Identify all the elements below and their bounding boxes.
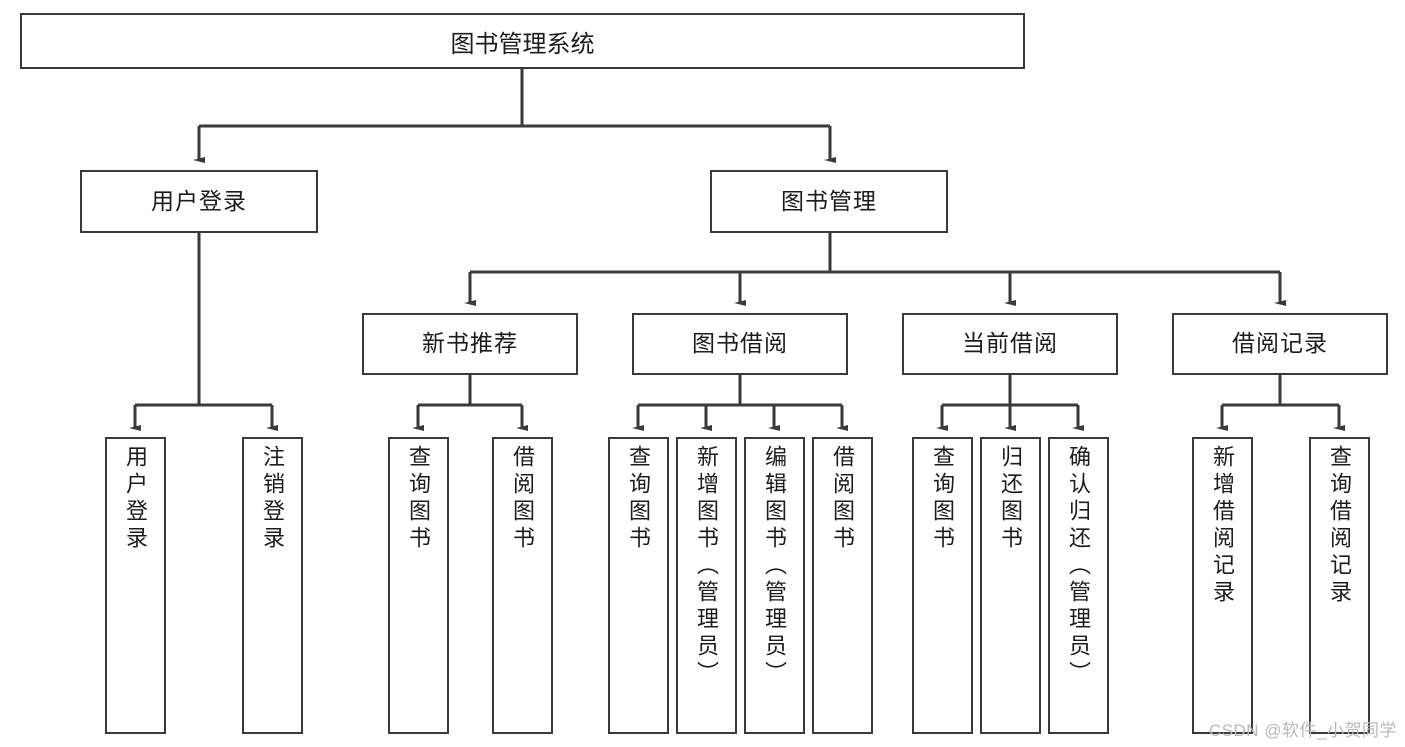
leaf-label: 用户登录 <box>123 445 149 553</box>
leaf-recommend-borrow-book[interactable]: 借阅图书 <box>492 437 553 734</box>
node-borrow-record[interactable]: 借阅记录 <box>1172 313 1388 375</box>
node-label: 图书借阅 <box>692 330 788 357</box>
leaf-label: 查询借阅记录 <box>1327 445 1353 607</box>
node-user-login[interactable]: 用户登录 <box>80 170 318 233</box>
leaf-current-query-book[interactable]: 查询图书 <box>912 437 973 734</box>
leaf-label: 查询图书 <box>406 445 432 553</box>
node-root-system[interactable]: 图书管理系统 <box>20 13 1025 69</box>
leaf-label: 借阅图书 <box>510 445 536 553</box>
leaf-label: 查询图书 <box>930 445 956 553</box>
node-book-borrow[interactable]: 图书借阅 <box>632 313 848 375</box>
leaf-current-return-book[interactable]: 归还图书 <box>980 437 1041 734</box>
leaf-user-login-login[interactable]: 用户登录 <box>105 437 166 734</box>
leaf-label: 注销登录 <box>260 445 286 553</box>
leaf-user-login-logout[interactable]: 注销登录 <box>242 437 303 734</box>
leaf-label: 查询图书 <box>626 445 652 553</box>
node-label: 图书管理 <box>781 187 877 214</box>
leaf-borrow-edit-book-admin[interactable]: 编辑图书（管理员） <box>744 437 805 734</box>
node-label: 用户登录 <box>151 187 247 214</box>
node-new-book-recommend[interactable]: 新书推荐 <box>362 313 578 375</box>
leaf-record-query-record[interactable]: 查询借阅记录 <box>1309 437 1370 734</box>
leaf-borrow-borrow-book[interactable]: 借阅图书 <box>812 437 873 734</box>
leaf-label: 新增借阅记录 <box>1210 445 1236 607</box>
leaf-record-add-record[interactable]: 新增借阅记录 <box>1192 437 1253 734</box>
node-current-borrow[interactable]: 当前借阅 <box>902 313 1118 375</box>
leaf-borrow-add-book-admin[interactable]: 新增图书（管理员） <box>676 437 737 734</box>
node-book-management[interactable]: 图书管理 <box>710 170 948 233</box>
leaf-label: 新增图书（管理员） <box>694 445 720 688</box>
node-label: 图书管理系统 <box>450 30 595 58</box>
leaf-recommend-query-book[interactable]: 查询图书 <box>388 437 449 734</box>
leaf-label: 借阅图书 <box>830 445 856 553</box>
node-label: 新书推荐 <box>422 330 518 357</box>
leaf-label: 确认归还（管理员） <box>1066 445 1092 688</box>
watermark: CSDN @软件_小贺同学 <box>1208 721 1397 740</box>
node-label: 借阅记录 <box>1232 330 1328 357</box>
node-label: 当前借阅 <box>962 330 1058 357</box>
leaf-current-confirm-return-admin[interactable]: 确认归还（管理员） <box>1048 437 1109 734</box>
leaf-borrow-query-book[interactable]: 查询图书 <box>608 437 669 734</box>
leaf-label: 编辑图书（管理员） <box>762 445 788 688</box>
leaf-label: 归还图书 <box>998 445 1024 553</box>
